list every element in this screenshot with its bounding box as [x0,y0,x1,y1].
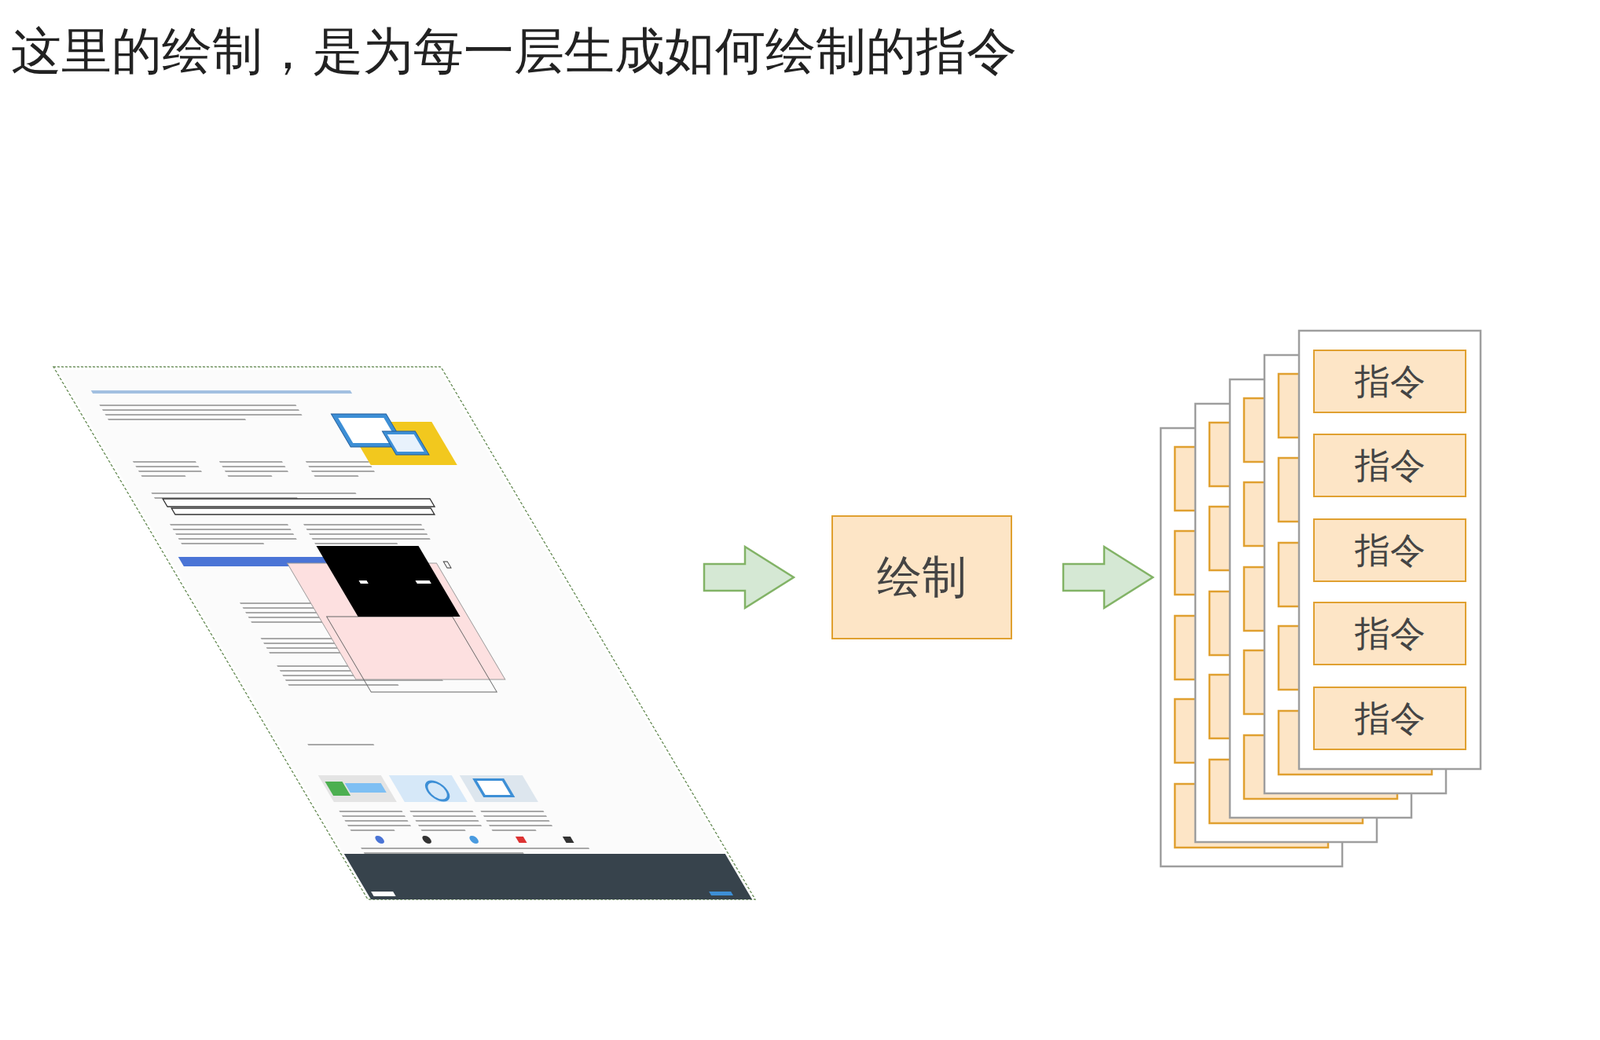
text-texture [412,815,477,818]
text-texture [219,461,283,463]
process-box: 绘制 [831,515,1013,640]
text-texture [306,528,426,531]
instruction-box: 指令 [1313,433,1467,498]
text-texture [308,533,428,536]
text-texture [305,461,370,463]
text-texture [169,524,289,526]
text-texture [172,528,292,531]
text-texture [314,543,398,545]
block-arrow [704,546,794,609]
block-arrow [1063,546,1153,609]
text-texture [311,538,431,540]
node-label: 指令 [1354,442,1426,490]
text-texture [418,825,482,827]
text-texture [178,538,298,540]
text-texture [421,829,467,832]
text-texture [344,820,408,823]
text-texture [483,815,547,818]
text-texture [313,475,359,478]
text-texture [221,466,286,468]
text-texture [308,466,372,468]
node-label: 指令 [1354,358,1426,406]
text-texture [338,811,403,813]
web-page-layers [53,366,756,900]
text-texture [341,815,406,818]
text-texture [132,461,197,463]
text-texture [140,475,186,478]
text-texture [360,847,590,850]
title: 这里的绘制，是为每一层生成如何绘制的指令 [11,17,1017,86]
text-texture [414,820,479,823]
text-texture [409,811,474,813]
text-texture [485,820,550,823]
text-texture [491,829,537,832]
text-texture [138,470,202,473]
text-texture [363,852,525,855]
node-label: 指令 [1354,610,1426,658]
text-texture [350,829,396,832]
text-texture [303,524,423,526]
text-texture [347,825,412,827]
node-label: 指令 [1354,695,1426,743]
instruction-box: 指令 [1313,686,1467,751]
text-texture [104,414,302,416]
instruction-box: 指令 [1313,601,1467,666]
text-texture [175,533,294,536]
text-texture [102,409,300,412]
text-texture [307,744,375,746]
text-texture [135,466,199,468]
text-texture [180,543,265,545]
text-texture [99,404,297,407]
text-texture [224,470,289,473]
instruction-card [1299,330,1481,770]
text-texture [311,470,375,473]
text-texture [227,475,272,478]
instruction-box: 指令 [1313,349,1467,414]
text-texture [107,418,246,421]
instruction-box: 指令 [1313,518,1467,583]
text-texture [488,825,553,827]
text-texture [480,811,544,813]
text-texture [150,492,356,495]
text-texture [287,684,399,687]
node-label: 绘制 [877,547,967,609]
node-label: 指令 [1354,527,1426,575]
